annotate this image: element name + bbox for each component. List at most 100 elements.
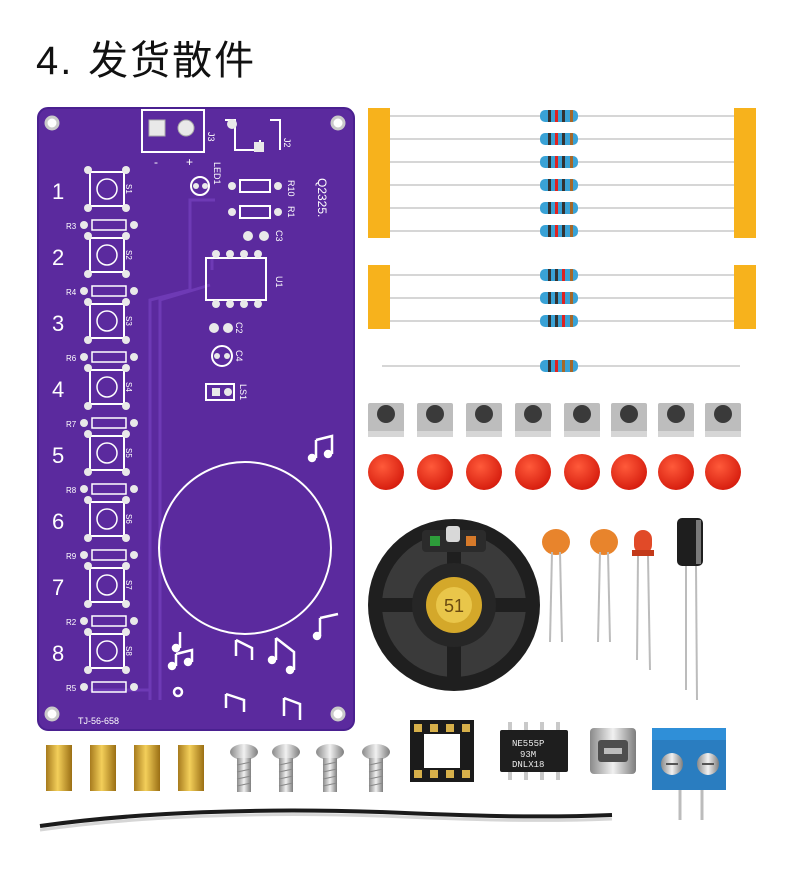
switch-label: S7 bbox=[124, 580, 133, 590]
resistor-single bbox=[382, 360, 740, 372]
resistor-label: R3 bbox=[66, 222, 77, 231]
r10-label: R10 bbox=[286, 180, 296, 197]
row-number: 4 bbox=[52, 377, 64, 402]
j2-label: J2 bbox=[282, 138, 292, 148]
resistor-strip-three bbox=[368, 265, 756, 329]
resistor-label: R7 bbox=[66, 420, 77, 429]
row-number: 2 bbox=[52, 245, 64, 270]
c3-label: C3 bbox=[274, 230, 284, 242]
screw bbox=[362, 744, 390, 792]
u1-label: U1 bbox=[274, 276, 284, 288]
switch-row bbox=[80, 232, 138, 297]
j3-plus: + bbox=[186, 155, 193, 169]
switch-row bbox=[80, 562, 138, 627]
tactile-switch bbox=[515, 403, 551, 437]
speaker-outline bbox=[158, 461, 332, 635]
resistor-labels: R3 R4 R6 R7 R8 R9 R2 R5 bbox=[66, 222, 77, 693]
resistor-label: R6 bbox=[66, 354, 77, 363]
switch-row bbox=[80, 364, 138, 429]
resistor bbox=[540, 156, 578, 168]
switch-row bbox=[80, 166, 138, 231]
led-label: LED1 bbox=[212, 162, 222, 185]
switch-rows bbox=[80, 166, 138, 693]
ls1-label: LS1 bbox=[238, 384, 248, 400]
row-number: 6 bbox=[52, 509, 64, 534]
tactile-switches bbox=[368, 403, 741, 437]
version-label: Q2325. bbox=[315, 178, 329, 217]
tactile-switch bbox=[611, 403, 647, 437]
switch-label: S6 bbox=[124, 514, 133, 524]
button-cap bbox=[515, 454, 551, 490]
resistor bbox=[540, 225, 578, 237]
page-title: 4. 发货散件 bbox=[36, 28, 256, 86]
j3-minus: - bbox=[154, 155, 158, 169]
resistor bbox=[540, 202, 578, 214]
resistor-strip-six bbox=[368, 108, 756, 238]
row-number: 7 bbox=[52, 575, 64, 600]
button-cap bbox=[611, 454, 647, 490]
switch-label: S2 bbox=[124, 250, 133, 260]
r1-label: R1 bbox=[286, 206, 296, 218]
chip-line3: DNLX18 bbox=[512, 760, 544, 770]
resistor-label: R5 bbox=[66, 684, 77, 693]
switch-labels: S1 S2 S3 S4 S5 S6 S7 S8 bbox=[124, 184, 133, 656]
resistor-label: R8 bbox=[66, 486, 77, 495]
button-cap bbox=[417, 454, 453, 490]
row-number: 1 bbox=[52, 179, 64, 204]
switch-label: S8 bbox=[124, 646, 133, 656]
speaker: 51 bbox=[368, 519, 540, 691]
resistor-label: R2 bbox=[66, 618, 77, 627]
ic-socket bbox=[410, 720, 474, 782]
screw bbox=[272, 744, 300, 792]
chip-line2: 93M bbox=[520, 750, 536, 760]
resistor-label: R4 bbox=[66, 288, 77, 297]
standoff bbox=[178, 745, 204, 791]
row-number: 5 bbox=[52, 443, 64, 468]
tactile-switch bbox=[368, 403, 404, 437]
screw bbox=[230, 744, 258, 792]
switch-row bbox=[80, 628, 138, 693]
resistor-label: R9 bbox=[66, 552, 77, 561]
button-cap bbox=[368, 454, 404, 490]
red-led bbox=[632, 530, 654, 671]
switch-row bbox=[80, 430, 138, 495]
button-caps bbox=[368, 454, 741, 490]
wire bbox=[39, 808, 613, 832]
title-number: 4. bbox=[36, 39, 74, 83]
switch-row bbox=[80, 298, 138, 363]
row-number: 8 bbox=[52, 641, 64, 666]
standoff bbox=[90, 745, 116, 791]
j2-outline: J2 bbox=[225, 119, 292, 152]
resistor bbox=[540, 133, 578, 145]
pcb-top-components: LED1 R10 R1 C3 Q2325. bbox=[190, 162, 329, 242]
button-cap bbox=[564, 454, 600, 490]
j3-outline: - + J3 bbox=[141, 109, 216, 169]
electrolytic-capacitor bbox=[677, 518, 703, 701]
music-note-decor bbox=[167, 434, 339, 720]
title-text: 发货散件 bbox=[88, 38, 257, 84]
resistor bbox=[540, 269, 578, 281]
screw-terminal bbox=[652, 728, 726, 820]
pcb-traces bbox=[90, 198, 215, 700]
button-cap bbox=[658, 454, 694, 490]
row-number: 3 bbox=[52, 311, 64, 336]
resistor bbox=[540, 315, 578, 327]
speaker-label: 51 bbox=[444, 596, 464, 616]
button-cap bbox=[466, 454, 502, 490]
resistor bbox=[540, 179, 578, 191]
chip-line1: NE555P bbox=[512, 739, 544, 749]
brass-standoffs bbox=[46, 745, 204, 791]
screws bbox=[230, 744, 390, 792]
pcb-board: - + J3 J2 LED1 R10 R1 C3 Q2325. bbox=[37, 107, 355, 731]
switch-label: S3 bbox=[124, 316, 133, 326]
switch-label: S1 bbox=[124, 184, 133, 194]
c4-label: C4 bbox=[234, 350, 244, 362]
tactile-switch bbox=[705, 403, 741, 437]
standoff bbox=[134, 745, 160, 791]
resistor bbox=[540, 110, 578, 122]
usb-c-connector bbox=[590, 728, 636, 774]
tactile-switch bbox=[466, 403, 502, 437]
tactile-switch bbox=[658, 403, 694, 437]
tactile-switch bbox=[564, 403, 600, 437]
